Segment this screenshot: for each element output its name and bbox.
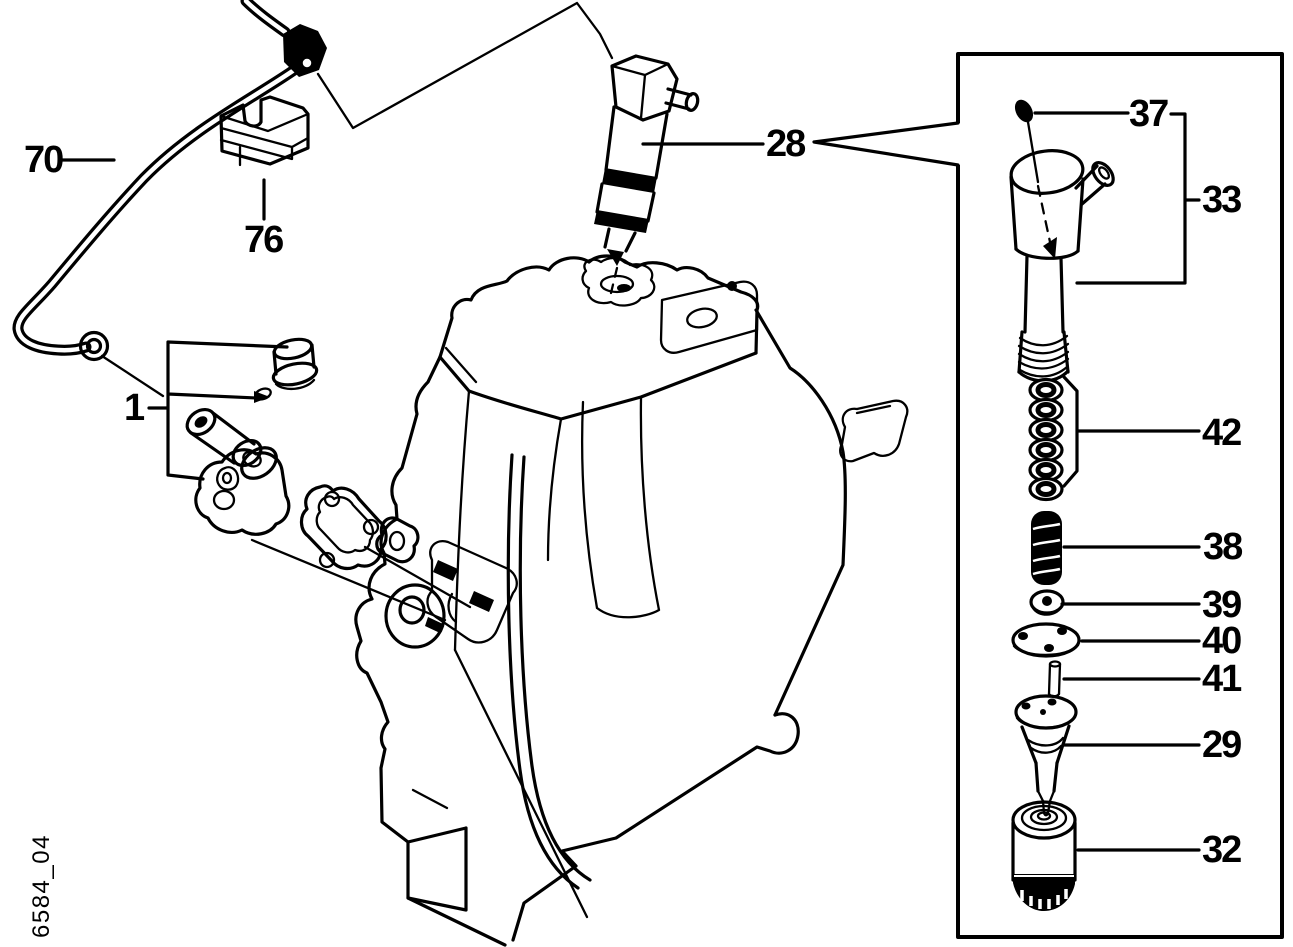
- pipe-banjo-fitting: [78, 330, 110, 362]
- callout-41: 41: [1202, 658, 1242, 700]
- part-42-drawing: [1028, 377, 1064, 502]
- leader-lines: [60, 111, 1201, 852]
- callout-28: 28: [766, 123, 806, 165]
- part-39-drawing: [1029, 589, 1065, 616]
- callout-40: 40: [1202, 620, 1242, 662]
- part-37-drawing: [1014, 99, 1057, 259]
- pipe-nut: [283, 24, 327, 77]
- callout-1: 1: [124, 387, 145, 429]
- part-32-drawing: [1011, 800, 1077, 911]
- gasket-drawing: [250, 484, 472, 622]
- callout-42: 42: [1202, 412, 1242, 454]
- detail-box: [812, 52, 1284, 939]
- part-38-drawing: [1031, 511, 1062, 585]
- callout-29: 29: [1202, 724, 1242, 766]
- pump-drawing: [185, 407, 291, 536]
- callout-32: 32: [1202, 829, 1242, 871]
- callout-37: 37: [1129, 93, 1169, 135]
- callout-39: 39: [1202, 584, 1242, 626]
- part-29-drawing: [1014, 694, 1078, 817]
- fuel-pipe-drawing: [12, 0, 614, 398]
- engine-drawing: [354, 254, 909, 947]
- part-41-drawing: [1047, 660, 1062, 698]
- figure-code: 6584_04: [28, 834, 55, 938]
- callout-76: 76: [244, 219, 284, 261]
- callout-33: 33: [1202, 179, 1242, 221]
- detail-box-notch: [812, 121, 960, 167]
- delivery-collar-drawing: [254, 337, 319, 401]
- part-33-drawing: [1009, 149, 1115, 383]
- callout-70: 70: [24, 139, 64, 181]
- clamp-drawing: [219, 95, 310, 167]
- injector-drawing: [594, 54, 700, 295]
- callout-38: 38: [1203, 526, 1243, 568]
- part-40-drawing: [1011, 622, 1081, 658]
